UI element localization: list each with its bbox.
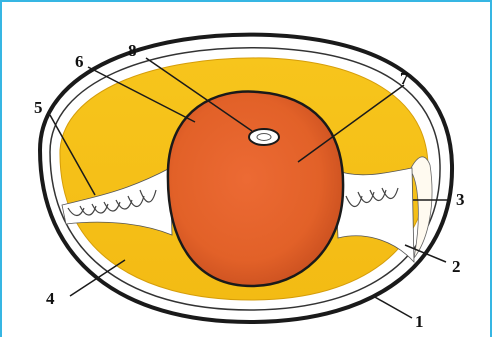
label-5: 5 bbox=[34, 98, 43, 117]
blastodisc-center bbox=[257, 134, 271, 141]
yolk bbox=[168, 92, 343, 286]
label-4: 4 bbox=[46, 289, 55, 308]
label-1: 1 bbox=[415, 312, 424, 331]
label-7: 7 bbox=[400, 69, 409, 88]
label-6: 6 bbox=[75, 52, 84, 71]
label-8: 8 bbox=[128, 41, 137, 60]
label-3: 3 bbox=[456, 190, 465, 209]
label-2: 2 bbox=[452, 257, 461, 276]
leader-line-1 bbox=[373, 296, 412, 318]
